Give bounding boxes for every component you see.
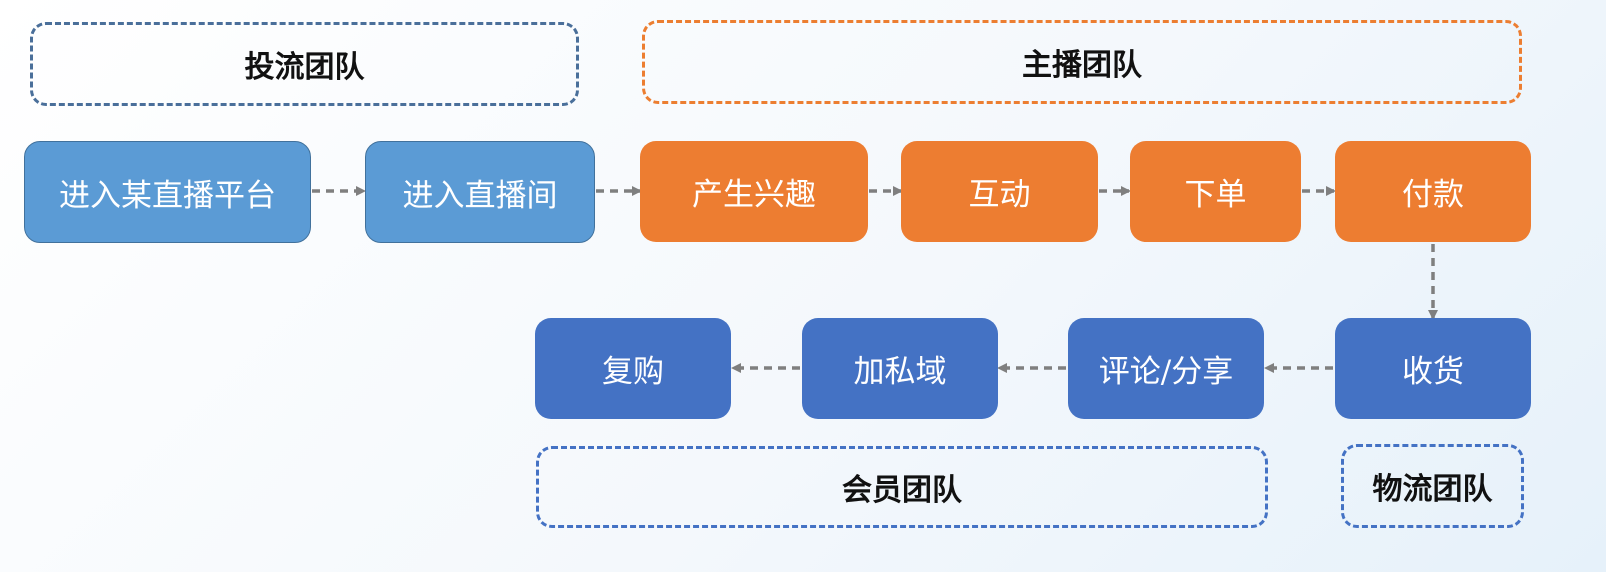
step-enter-room: 进入直播间 [365,141,595,243]
step-private-domain: 加私域 [802,318,998,419]
team-anchor-box: 主播团队 [642,20,1522,104]
step-private-domain-label: 加私域 [853,354,947,390]
step-pay-label: 付款 [1402,177,1464,213]
team-anchor-label: 主播团队 [1022,48,1142,83]
team-traffic-box: 投流团队 [30,22,579,106]
team-logistics-box: 物流团队 [1341,444,1524,528]
team-logistics-label: 物流团队 [1372,472,1493,507]
step-enter-platform-label: 进入某直播平台 [59,177,276,214]
step-repurchase-label: 复购 [602,354,664,390]
step-interest: 产生兴趣 [640,141,868,242]
team-traffic-label: 投流团队 [244,50,365,85]
step-interest-label: 产生兴趣 [692,177,816,213]
team-member-box: 会员团队 [536,446,1268,528]
step-repurchase: 复购 [535,318,731,419]
step-review-share-label: 评论/分享 [1098,354,1234,390]
step-interact: 互动 [901,141,1098,242]
step-receive: 收货 [1335,318,1531,419]
step-order-label: 下单 [1184,177,1247,213]
step-enter-platform: 进入某直播平台 [24,141,311,243]
team-member-label: 会员团队 [842,473,962,508]
step-interact-label: 互动 [968,177,1031,213]
step-receive-label: 收货 [1402,354,1464,390]
step-enter-room-label: 进入直播间 [402,177,558,214]
step-review-share: 评论/分享 [1068,318,1264,419]
step-order: 下单 [1130,141,1301,242]
step-pay: 付款 [1335,141,1531,242]
